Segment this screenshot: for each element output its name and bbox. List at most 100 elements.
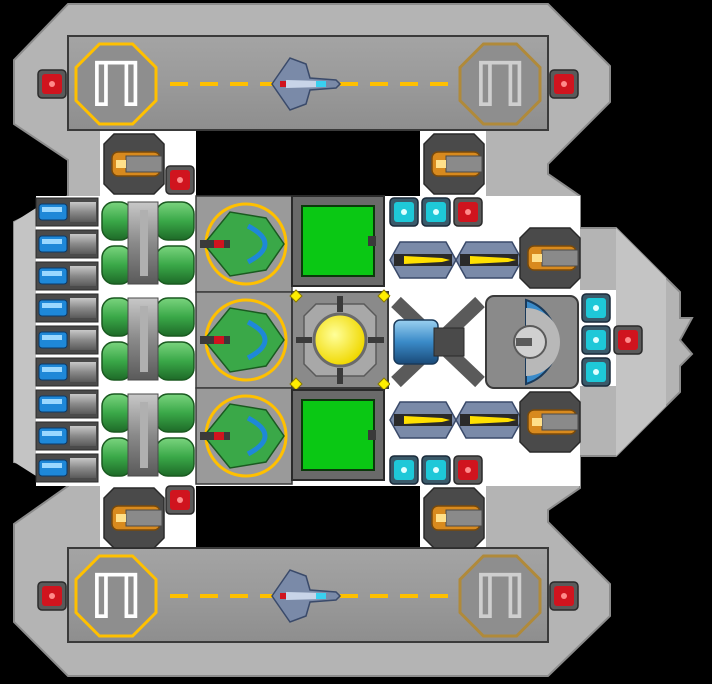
node-light bbox=[433, 209, 439, 215]
reactor-strut bbox=[337, 368, 343, 384]
cell-connector bbox=[70, 298, 96, 318]
tank-capsule bbox=[155, 393, 195, 433]
drone-light bbox=[214, 336, 224, 344]
cyan-node-icon[interactable] bbox=[581, 293, 611, 323]
cell-connector bbox=[70, 202, 96, 222]
cell-connector bbox=[70, 394, 96, 414]
node-light bbox=[593, 305, 599, 311]
battery-cell-icon[interactable] bbox=[35, 421, 99, 451]
red-node-icon[interactable] bbox=[165, 165, 195, 195]
node-light bbox=[465, 467, 471, 473]
node-light bbox=[49, 593, 55, 599]
turret-barrel bbox=[541, 249, 579, 267]
cell-shine bbox=[42, 335, 62, 340]
red-node-icon[interactable] bbox=[37, 69, 67, 99]
laser-weapon-icon[interactable] bbox=[455, 241, 523, 279]
tank-capsule bbox=[155, 297, 195, 337]
battery-cell-icon[interactable] bbox=[35, 357, 99, 387]
turret-light bbox=[532, 418, 542, 426]
battery-cell-icon[interactable] bbox=[35, 261, 99, 291]
turret-barrel bbox=[125, 509, 163, 527]
landing-pad-icon[interactable]: ℿ bbox=[74, 42, 158, 126]
drone-light bbox=[214, 240, 224, 248]
cell-connector bbox=[70, 330, 96, 350]
fuel-tank-icon[interactable] bbox=[100, 196, 196, 288]
drone-bay-icon[interactable] bbox=[195, 387, 293, 485]
reactor-core-icon[interactable] bbox=[289, 289, 391, 391]
void-areas bbox=[196, 130, 420, 548]
red-node-icon[interactable] bbox=[613, 325, 643, 355]
reactor-strut bbox=[368, 337, 384, 343]
battery-cell-icon[interactable] bbox=[35, 229, 99, 259]
battery-cell-icon[interactable] bbox=[35, 197, 99, 227]
turret-icon[interactable] bbox=[103, 133, 165, 195]
turret-icon[interactable] bbox=[103, 487, 165, 549]
drone-bay-icon[interactable] bbox=[195, 291, 293, 389]
turret-icon[interactable] bbox=[519, 227, 581, 289]
hull-facet-left bbox=[14, 208, 36, 476]
drone-hull bbox=[203, 211, 285, 277]
green-screen-icon[interactable] bbox=[291, 389, 385, 481]
tank-pipe-inner bbox=[140, 306, 148, 372]
engine-icon[interactable] bbox=[390, 296, 486, 388]
cell-connector bbox=[70, 362, 96, 382]
cyan-node-icon[interactable] bbox=[389, 455, 419, 485]
pad-glyph: ℿ bbox=[473, 560, 527, 633]
laser-beam bbox=[470, 416, 516, 424]
red-node-icon[interactable] bbox=[549, 69, 579, 99]
battery-cell-icon[interactable] bbox=[35, 293, 99, 323]
cyan-node-icon[interactable] bbox=[389, 197, 419, 227]
screen-panel bbox=[301, 399, 375, 471]
turret-light bbox=[436, 160, 446, 168]
turret-icon[interactable] bbox=[423, 133, 485, 195]
red-node-icon[interactable] bbox=[549, 581, 579, 611]
tank-capsule bbox=[155, 437, 195, 477]
node-light bbox=[561, 593, 567, 599]
turret-icon[interactable] bbox=[423, 487, 485, 549]
cell-shine bbox=[42, 399, 62, 404]
battery-cell-icon[interactable] bbox=[35, 453, 99, 483]
cyan-node-icon[interactable] bbox=[581, 357, 611, 387]
drone-arc bbox=[246, 319, 268, 361]
pad-ring bbox=[458, 42, 542, 126]
drone-light bbox=[214, 432, 224, 440]
battery-cell-icon[interactable] bbox=[35, 325, 99, 355]
fuel-tank-icon[interactable] bbox=[100, 388, 196, 480]
engine-chamber bbox=[393, 319, 439, 365]
red-node-icon[interactable] bbox=[453, 455, 483, 485]
fighter-ship-icon[interactable] bbox=[271, 57, 342, 111]
red-node-icon[interactable] bbox=[37, 581, 67, 611]
laser-weapon-icon[interactable] bbox=[389, 401, 457, 439]
fighter-ship-icon[interactable] bbox=[271, 569, 342, 623]
battery-cell-icon[interactable] bbox=[35, 389, 99, 419]
cell-shine bbox=[42, 367, 62, 372]
fighter-fuselage bbox=[286, 592, 324, 600]
laser-weapon-icon[interactable] bbox=[389, 241, 457, 279]
laser-weapon-icon[interactable] bbox=[455, 401, 523, 439]
cell-connector bbox=[70, 458, 96, 478]
void-bottom bbox=[196, 486, 420, 548]
fuel-tank-icon[interactable] bbox=[100, 292, 196, 384]
fighter-cockpit bbox=[316, 81, 326, 87]
fighter-fuselage bbox=[286, 80, 324, 88]
cyan-node-icon[interactable] bbox=[421, 455, 451, 485]
dome-module-icon[interactable] bbox=[485, 295, 579, 389]
node-light bbox=[625, 337, 631, 343]
red-node-icon[interactable] bbox=[453, 197, 483, 227]
cyan-node-icon[interactable] bbox=[421, 197, 451, 227]
turret-icon[interactable] bbox=[519, 391, 581, 453]
cyan-node-icon[interactable] bbox=[581, 325, 611, 355]
green-screen-icon[interactable] bbox=[291, 195, 385, 287]
red-node-icon[interactable] bbox=[165, 485, 195, 515]
landing-pad-icon[interactable]: ℿ bbox=[74, 554, 158, 638]
turret-light bbox=[436, 514, 446, 522]
tank-pipe-inner bbox=[140, 210, 148, 276]
node-light bbox=[465, 209, 471, 215]
cell-shine bbox=[42, 239, 62, 244]
reactor-strut bbox=[337, 296, 343, 312]
drone-bay-icon[interactable] bbox=[195, 195, 293, 293]
laser-beam bbox=[470, 256, 516, 264]
reactor-corner bbox=[289, 289, 303, 303]
landing-pad-icon[interactable]: ℿ bbox=[458, 42, 542, 126]
landing-pad-icon[interactable]: ℿ bbox=[458, 554, 542, 638]
